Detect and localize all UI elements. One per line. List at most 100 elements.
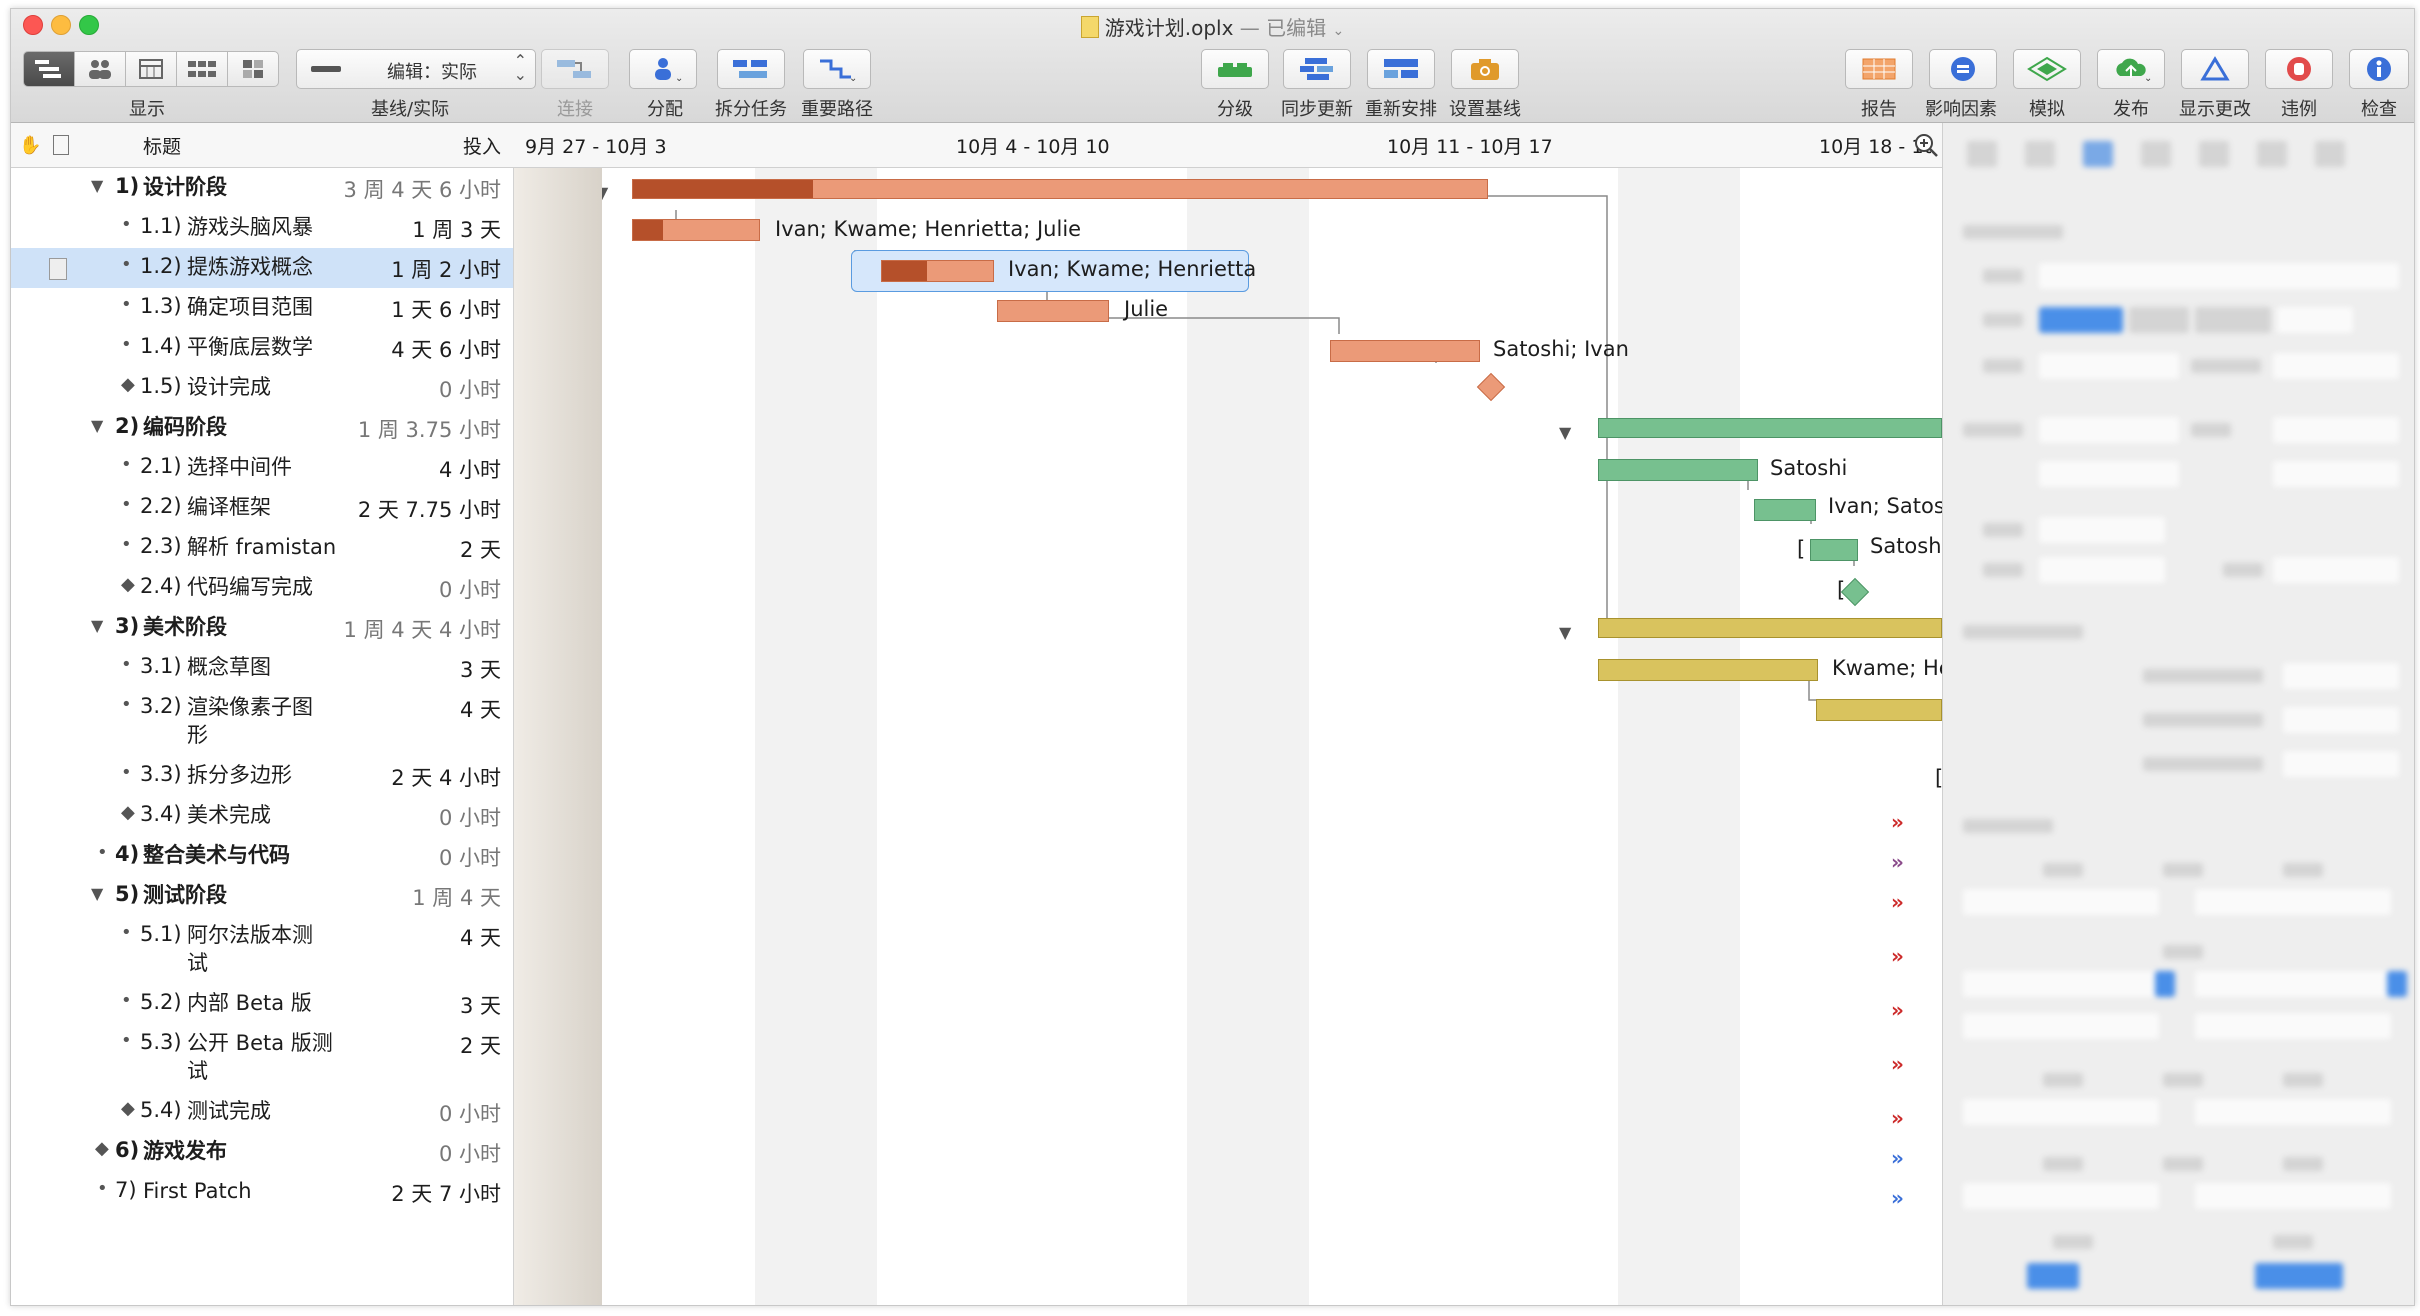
outline-row[interactable]: • 2.2) 编译框架 2 天 7.75 小时 <box>11 488 513 528</box>
inspector-field[interactable] <box>2039 263 2399 289</box>
level-button[interactable] <box>1201 49 1269 89</box>
inspector-tab-icon[interactable] <box>2141 141 2171 167</box>
group-bar-design[interactable] <box>632 179 1488 199</box>
inspector-field[interactable] <box>2273 417 2399 443</box>
task-title[interactable]: 游戏发布 <box>143 1139 227 1163</box>
task-effort[interactable]: 4 天 6 小时 <box>391 338 501 362</box>
task-effort[interactable]: 0 小时 <box>438 846 501 870</box>
group-bar-coding[interactable] <box>1598 418 1942 438</box>
task-title[interactable]: 平衡底层数学 <box>187 335 313 359</box>
task-bar[interactable] <box>1598 459 1758 481</box>
outline-row[interactable]: ▼ 5) 测试阶段 1 周 4 天 <box>11 876 513 916</box>
inspector-tab-icon[interactable] <box>2315 141 2345 167</box>
critical-path-button[interactable]: ⌄ <box>803 49 871 89</box>
disclosure-triangle-icon[interactable]: ▼ <box>1559 423 1572 442</box>
task-bar[interactable] <box>632 219 760 241</box>
outline-row[interactable]: • 7) First Patch 2 天 7 小时 <box>11 1172 513 1212</box>
outline-row[interactable]: ◆ 6) 游戏发布 0 小时 <box>11 1132 513 1172</box>
task-effort[interactable]: 3 周 4 天 6 小时 <box>343 178 501 202</box>
outline-row[interactable]: • 1.1) 游戏头脑风暴 1 周 3 天 <box>11 208 513 248</box>
inspector-segment[interactable] <box>2039 307 2123 333</box>
task-effort[interactable]: 4 天 <box>459 698 501 722</box>
effort-column-header[interactable]: 投入 <box>463 136 502 158</box>
inspector-section-header[interactable] <box>1963 625 2083 639</box>
outline-row[interactable]: • 2.1) 选择中间件 4 小时 <box>11 448 513 488</box>
inspector-field[interactable] <box>2039 353 2179 379</box>
task-title[interactable]: 测试完成 <box>187 1099 271 1123</box>
inspector-tab-icon[interactable] <box>2257 141 2287 167</box>
inspector-tab-icon[interactable] <box>1967 141 1997 167</box>
note-column-icon[interactable] <box>53 135 69 155</box>
inspector-field[interactable] <box>2283 707 2399 733</box>
task-effort[interactable]: 1 周 4 天 4 小时 <box>343 618 501 642</box>
outline-row[interactable]: • 1.3) 确定项目范围 1 天 6 小时 <box>11 288 513 328</box>
minimize-button[interactable] <box>51 15 71 35</box>
outline-row-selected[interactable]: • 1.2) 提炼游戏概念 1 周 2 小时 <box>11 248 513 288</box>
task-effort[interactable]: 0 小时 <box>438 1102 501 1126</box>
inspector-field[interactable] <box>2283 751 2399 777</box>
outline-row[interactable]: • 5.3) 公开 Beta 版测试 2 天 <box>11 1024 513 1092</box>
zoom-in-icon[interactable] <box>1913 132 1939 158</box>
task-title[interactable]: 概念草图 <box>187 655 271 679</box>
task-title[interactable]: 阿尔法版本测试 <box>187 923 313 975</box>
selected-task-highlight[interactable] <box>851 250 1249 292</box>
outline-row[interactable]: ◆ 3.4) 美术完成 0 小时 <box>11 796 513 836</box>
task-title[interactable]: 编码阶段 <box>143 415 227 439</box>
inspector-field[interactable] <box>2195 971 2391 997</box>
inspector-tab-icon[interactable] <box>2025 141 2055 167</box>
outline-row[interactable]: ◆ 5.4) 测试完成 0 小时 <box>11 1092 513 1132</box>
inspector-blue-button[interactable] <box>2255 1263 2343 1289</box>
inspector-field[interactable] <box>1963 1183 2159 1209</box>
inspector-field[interactable] <box>1963 1013 2159 1039</box>
inspector-field[interactable] <box>2273 353 2399 379</box>
task-bar[interactable] <box>997 300 1109 322</box>
task-title[interactable]: 编译框架 <box>187 495 271 519</box>
inspector-blue-button[interactable] <box>2027 1263 2079 1289</box>
close-button[interactable] <box>23 15 43 35</box>
gantt-chart[interactable]: ▼ Ivan; Kwame; Henrietta; Julie Ivan; Kw… <box>514 168 1942 1305</box>
offscreen-right-icon[interactable]: » <box>1891 890 1904 914</box>
show-changes-button[interactable] <box>2181 49 2249 89</box>
task-effort[interactable]: 1 天 6 小时 <box>391 298 501 322</box>
offscreen-right-icon[interactable]: » <box>1891 998 1904 1022</box>
set-baseline-button[interactable] <box>1451 49 1519 89</box>
outline-row[interactable]: • 1.4) 平衡底层数学 4 天 6 小时 <box>11 328 513 368</box>
task-effort[interactable]: 1 周 3 天 <box>412 218 501 242</box>
report-button[interactable] <box>1845 49 1913 89</box>
publish-button[interactable]: ⌄ <box>2097 49 2165 89</box>
task-title[interactable]: 美术完成 <box>187 803 271 827</box>
inspect-button[interactable] <box>2349 49 2409 89</box>
task-bar[interactable] <box>1330 340 1480 362</box>
outline-row[interactable]: ◆ 2.4) 代码编写完成 0 小时 <box>11 568 513 608</box>
inspector-field[interactable] <box>2039 417 2179 443</box>
network-view-button[interactable] <box>176 51 228 87</box>
influencers-button[interactable] <box>1929 49 1997 89</box>
task-title[interactable]: First Patch <box>143 1179 252 1203</box>
task-effort[interactable]: 1 周 3.75 小时 <box>357 418 501 442</box>
inspector-field[interactable] <box>2039 557 2165 583</box>
inspector-segment[interactable] <box>2195 307 2271 333</box>
assign-button[interactable]: ⌄ <box>629 49 697 89</box>
offscreen-right-icon[interactable]: » <box>1891 1106 1904 1130</box>
title-column-header[interactable]: 标题 <box>143 136 182 158</box>
stepper-blue[interactable] <box>2155 971 2175 997</box>
inspector-field[interactable] <box>2195 1013 2391 1039</box>
task-title[interactable]: 选择中间件 <box>187 455 292 479</box>
connect-button[interactable] <box>541 49 609 89</box>
task-title[interactable]: 解析 framistan <box>187 535 337 559</box>
task-title[interactable]: 拆分多边形 <box>187 763 292 787</box>
resource-view-button[interactable] <box>74 51 126 87</box>
task-title[interactable]: 提炼游戏概念 <box>187 255 313 279</box>
task-title[interactable]: 测试阶段 <box>143 883 227 907</box>
task-effort[interactable]: 2 天 7 小时 <box>391 1182 501 1206</box>
task-effort[interactable]: 0 小时 <box>438 806 501 830</box>
inspector-field[interactable] <box>1963 1099 2159 1125</box>
inspector-tab-icon[interactable] <box>2083 141 2113 167</box>
outline-row[interactable]: ▼ 3) 美术阶段 1 周 4 天 4 小时 <box>11 608 513 648</box>
dashboard-view-button[interactable] <box>227 51 279 87</box>
inspector-field[interactable] <box>2283 663 2399 689</box>
chevron-down-icon[interactable]: ⌄ <box>1332 23 1345 39</box>
outline-row[interactable]: ◆ 1.5) 设计完成 0 小时 <box>11 368 513 408</box>
offscreen-right-icon[interactable]: » <box>1891 810 1904 834</box>
task-effort[interactable]: 0 小时 <box>438 1142 501 1166</box>
